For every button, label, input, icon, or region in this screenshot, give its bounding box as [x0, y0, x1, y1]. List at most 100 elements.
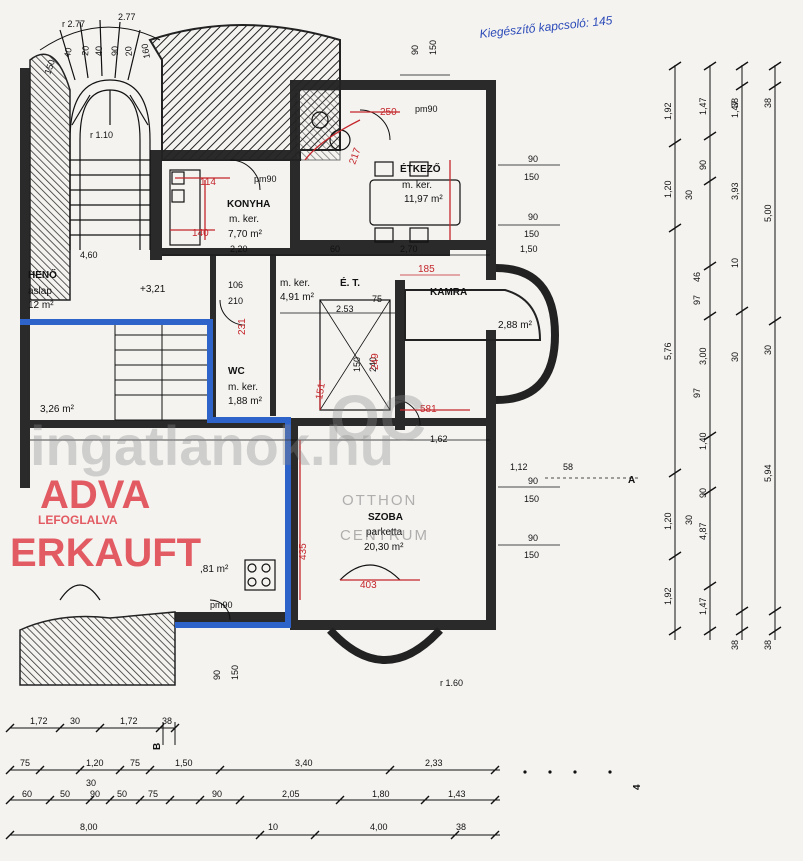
room-floor-et: m. ker. [280, 278, 310, 289]
vdim: 1,92 [663, 102, 673, 120]
hdim: 75 [130, 758, 140, 768]
room-name-wc: WC [228, 366, 245, 377]
hatched-bottom-left [19, 611, 176, 686]
room-area-konyha: 7,70 m² [228, 229, 263, 240]
hdim: 2,33 [425, 758, 443, 768]
vdim: 1,47 [698, 597, 708, 615]
vdim: 30 [763, 345, 773, 355]
vdim: 3,93 [730, 182, 740, 200]
section-mark-4: 4 [632, 784, 643, 790]
hdim: 38 [456, 822, 466, 832]
furniture [59, 111, 461, 601]
vdim: 1,20 [663, 512, 673, 530]
dimension-lines [30, 74, 640, 546]
vdim: 5,00 [763, 204, 773, 222]
red-mark: 151 [314, 382, 328, 401]
stair-number: 40 [62, 47, 74, 59]
sold-stamp: ADVA LEFOGLALVA ERKAUFT [10, 473, 201, 575]
room-name-kamra: KAMRA [430, 287, 467, 298]
vdim: 1,20 [663, 180, 673, 198]
vdim: 30 [684, 190, 694, 200]
kamra-outline [404, 289, 542, 341]
vertical-dims-col1: 1,92 1,20 5,76 1,20 1,92 [663, 102, 673, 605]
watermark: OC ingatlanok.hu OTTHON CENTRUM [30, 382, 429, 544]
red-mark: 114 [200, 177, 216, 188]
room-area-wc: 1,88 m² [228, 396, 263, 407]
hdim: 1,43 [448, 789, 466, 799]
vdim: 38 [763, 98, 773, 108]
radius-label-r277-a: r 2.77 [62, 19, 85, 29]
red-mark: 435 [298, 543, 309, 560]
vertical-dims-col2: 1,47 90 3,00 1,40 4,87 90 1,47 [698, 97, 708, 615]
room-name-et: É. T. [340, 276, 360, 289]
dim-90-top: 90 [410, 45, 420, 55]
vdim: 38 [730, 98, 740, 108]
stamp-mid: LEFOGLALVA [38, 513, 118, 527]
vdim: 10 [730, 258, 740, 268]
red-mark: 140 [192, 228, 209, 239]
bottom-dims-row4: 8,00 10 4,00 38 [80, 822, 466, 832]
radius-label-r277-b: 2.77 [118, 12, 136, 22]
door-label-pm90-a: pm90 [254, 174, 277, 184]
dim-75: 75 [372, 294, 382, 304]
hdim: 38 [162, 716, 172, 726]
vdim: 46 [692, 272, 702, 282]
hdim: 1,20 [86, 758, 104, 768]
room-area-etkezo: 11,97 m² [404, 194, 443, 205]
hdim: 3,40 [295, 758, 313, 768]
room-area-left: 12 m² [28, 300, 54, 311]
room-floor-etkezo: m. ker. [402, 180, 432, 191]
bottom-dimension-lines [5, 722, 500, 840]
bottom-dots [523, 770, 612, 774]
hdim: 75 [20, 758, 30, 768]
bay-window-bottom [327, 627, 443, 664]
dim-150-a: 1,50 [520, 244, 538, 254]
room-floor-szoba: parketta [366, 527, 403, 538]
window-dim-b: 150 [524, 229, 539, 239]
door-label-pm90-c: pm90 [210, 600, 233, 610]
radius-label-bottom: r 1.60 [440, 678, 463, 688]
stamp-line2: ERKAUFT [10, 531, 201, 575]
room-name-left: HENŐ [28, 268, 57, 281]
radius-label-top: r 1.10 [90, 130, 113, 140]
window-dim-a: 90 [528, 154, 538, 164]
window-dim-b: 150 [524, 494, 539, 504]
stair-number: 20 [80, 45, 91, 56]
room-area-et: 4,91 m² [280, 292, 315, 303]
stamp-line1: ADVA [40, 473, 150, 517]
window-dim-b: 150 [524, 550, 539, 560]
vertical-dims-col5: 38 38 30 38 [730, 98, 773, 650]
hdim: 1,80 [372, 789, 390, 799]
hdim: 50 [60, 789, 70, 799]
vdim: 90 [698, 488, 708, 498]
dim-270: 2,70 [400, 244, 418, 254]
dim-460: 4,60 [80, 250, 98, 260]
room-area-szoba: 20,30 m² [364, 542, 404, 553]
hdim: 75 [148, 789, 158, 799]
vdim: 4,87 [698, 522, 708, 540]
watermark-sub1: OTTHON [342, 492, 417, 509]
red-mark: 249 [370, 353, 381, 370]
dim-240: 240 [368, 357, 378, 372]
stair-number: 160 [140, 43, 152, 60]
hdim: 4,00 [370, 822, 388, 832]
hdim: 30 [70, 716, 80, 726]
hdim: 50 [117, 789, 127, 799]
blue-boundary [20, 319, 291, 628]
hdim: 1,50 [175, 758, 193, 768]
dim-58: 58 [563, 462, 573, 472]
vdim: 5,94 [763, 464, 773, 482]
hdim: 90 [90, 789, 100, 799]
red-mark: 581 [420, 404, 437, 415]
room-name-szoba: SZOBA [368, 512, 403, 523]
hdim: 10 [268, 822, 278, 832]
watermark-sub2: CENTRUM [340, 527, 429, 544]
dim-150-bottom: 150 [230, 665, 240, 680]
vdim: 5,76 [663, 342, 673, 360]
vertical-dims-col3: 30 3,93 46 97 97 30 [684, 182, 740, 525]
hdim: 8,00 [80, 822, 98, 832]
dim-112: 1,12 [510, 462, 528, 472]
stair-number: 40 [94, 46, 104, 56]
hdim: 2,05 [282, 789, 300, 799]
